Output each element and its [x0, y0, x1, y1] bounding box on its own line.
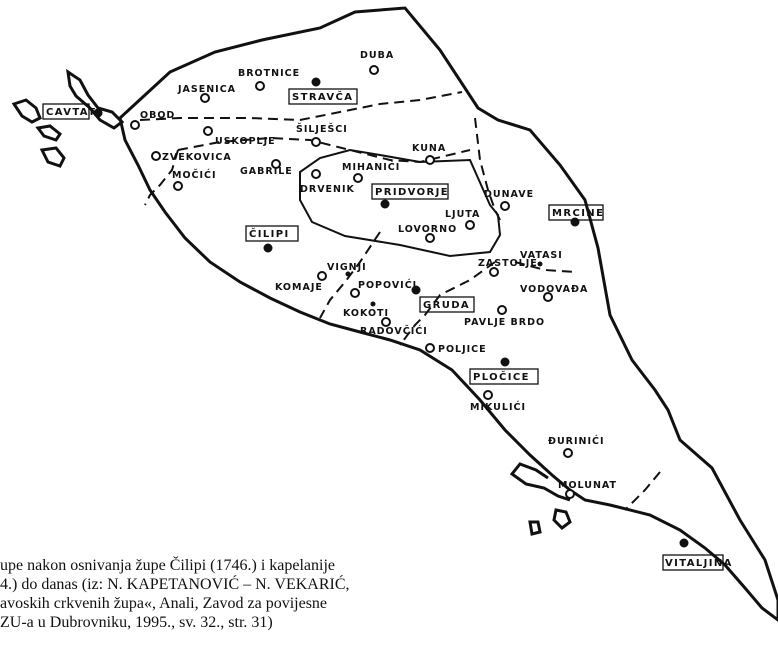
- seat-stravca: [311, 77, 321, 87]
- village-pavlje-brdo: [497, 305, 507, 315]
- parish-labels: CAVTAT STRAVČA PRIDVORJE ČILIPI MRCINE G…: [46, 90, 733, 569]
- seat-vitaljina: [679, 538, 689, 548]
- parish-label: MRCINE: [552, 208, 604, 219]
- village-label: RADOVČIĆI: [360, 325, 428, 337]
- village-label: MOLUNAT: [558, 480, 617, 491]
- village-label: USKOPLJE: [215, 136, 276, 147]
- seat-plocice: [500, 357, 510, 367]
- village-label: BROTNICE: [238, 68, 300, 79]
- parish-label: ČILIPI: [249, 227, 290, 240]
- parish-label: PLOČICE: [473, 370, 530, 383]
- village-poljice: [425, 343, 435, 353]
- village-uskoplje: [203, 126, 213, 136]
- islet: [552, 508, 572, 530]
- village-komaje: [317, 271, 327, 281]
- caption-line: upe nakon osnivanja župe Čilipi (1746.) …: [0, 557, 336, 574]
- village-label: JASENICA: [177, 84, 236, 95]
- small-dot-vignji: [345, 271, 351, 277]
- village-label: KUNA: [412, 143, 446, 154]
- parish-label-boxes: [42, 88, 724, 571]
- seat-cavtat: [93, 108, 103, 118]
- small-dot-vatasi: [537, 261, 543, 267]
- small-dot-kokoti: [370, 301, 376, 307]
- village-label: MOČIĆI: [172, 169, 217, 181]
- islet: [39, 146, 66, 168]
- village-label: ZVEKOVICA: [162, 152, 232, 163]
- village-label: DUNAVE: [484, 189, 534, 200]
- parish-label: CAVTAT: [46, 107, 96, 118]
- village-duba: [369, 65, 379, 75]
- caption-line: 4.) do danas (iz: N. KAPETANOVIĆ – N. VE…: [0, 576, 350, 593]
- parish-label: STRAVČA: [292, 90, 353, 103]
- village-mihanici: [353, 173, 363, 183]
- village-zastolje: [489, 267, 499, 277]
- village-label: PAVLJE BRDO: [464, 317, 545, 328]
- pridvorje-boundary: [299, 148, 502, 258]
- village-obod: [130, 120, 140, 130]
- seat-cilipi: [263, 243, 273, 253]
- village-zvekovica: [151, 151, 161, 161]
- village-vodovada: [543, 292, 553, 302]
- village-label: POLJICE: [438, 344, 487, 355]
- parish-label: PRIDVORJE: [375, 187, 449, 198]
- caption-line: ZU-a u Dubrovniku, 1995., sv. 32., str. …: [0, 614, 273, 631]
- islet: [528, 520, 542, 536]
- village-label: MIKULIĆI: [470, 401, 526, 413]
- village-label: KOMAJE: [275, 282, 323, 293]
- figure-caption: upe nakon osnivanja župe Čilipi (1746.) …: [0, 556, 520, 632]
- village-label: DUBA: [360, 50, 394, 61]
- coastline: [118, 6, 778, 622]
- village-dunave: [500, 201, 510, 211]
- village-lovorno: [425, 233, 435, 243]
- village-label: VODOVAĐA: [520, 284, 588, 295]
- village-label: ĐURINIĆI: [548, 435, 605, 447]
- village-label: ZASTOLJE: [478, 258, 538, 269]
- village-molunat: [565, 489, 575, 499]
- village-label: VATASI: [520, 250, 563, 261]
- village-jasenica: [200, 93, 210, 103]
- islet: [35, 124, 63, 142]
- village-label: POPOVIĆI: [358, 279, 417, 291]
- village-label: MIHANIĆI: [342, 161, 400, 173]
- village-durinici: [563, 448, 573, 458]
- village-label: ŠILJEŠCI: [296, 123, 348, 135]
- village-labels: DUBA BROTNICE JASENICA OBOD USKOPLJE ŠIL…: [140, 50, 617, 491]
- village-brotnice: [255, 81, 265, 91]
- village-popovici: [350, 288, 360, 298]
- parish-label: GRUDA: [423, 300, 470, 311]
- parish-label: VITALJINA: [665, 558, 733, 569]
- village-label: VIGNJI: [327, 262, 367, 273]
- village-kuna: [425, 155, 435, 165]
- village-label: KOKOTI: [343, 308, 389, 319]
- parish-seat-markers: [93, 77, 689, 548]
- caption-line: avoskih crkvenih župa«, Anali, Zavod za …: [0, 595, 328, 612]
- village-label: GABRILE: [240, 166, 293, 177]
- village-drvenik: [311, 169, 321, 179]
- village-label: OBOD: [140, 110, 175, 121]
- seat-pridvorje: [380, 199, 390, 209]
- islet: [11, 98, 42, 124]
- village-label: DRVENIK: [300, 184, 355, 195]
- village-radovcici: [381, 317, 391, 327]
- village-gabrile: [271, 159, 281, 169]
- village-mikulici: [483, 390, 493, 400]
- molunat-bay: [509, 462, 571, 502]
- village-mocici: [173, 181, 183, 191]
- village-ljuta: [465, 220, 475, 230]
- village-label: LOVORNO: [398, 224, 457, 235]
- village-label: LJUTA: [445, 209, 480, 220]
- village-markers: [130, 65, 575, 499]
- cavtat-peninsula: [66, 68, 125, 130]
- seat-gruda: [411, 285, 421, 295]
- village-siljesci: [311, 137, 321, 147]
